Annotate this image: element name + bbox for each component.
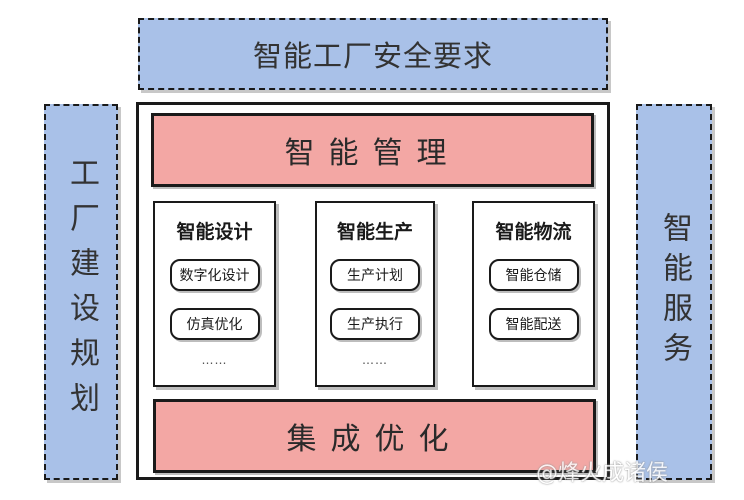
production-execution-label: 生产执行: [347, 317, 403, 333]
safety-requirements-box: 智能工厂安全要求: [138, 18, 608, 90]
smart-production-title: 智能生产: [336, 221, 413, 243]
smart-management-label: 智能管理: [284, 136, 461, 171]
smart-design-column: 智能设计 数字化设计 仿真优化 ……: [153, 201, 276, 387]
smart-production-column: 智能生产 生产计划 生产执行 ……: [315, 201, 435, 387]
integration-optimization-label: 集成优化: [286, 422, 463, 457]
smart-service-box: 智能服务: [636, 104, 712, 480]
smart-delivery-item: 智能配送: [488, 308, 579, 340]
production-planning-label: 生产计划: [347, 268, 403, 284]
simulation-optimization-item: 仿真优化: [169, 308, 260, 340]
digital-design-label: 数字化设计: [179, 268, 250, 284]
digital-design-item: 数字化设计: [169, 259, 260, 291]
design-ellipsis: ……: [201, 353, 228, 367]
smart-delivery-label: 智能配送: [505, 317, 562, 333]
smart-design-title: 智能设计: [176, 221, 253, 243]
watermark-text: @烽火成诸侯: [536, 461, 669, 486]
production-ellipsis: ……: [362, 353, 388, 367]
smart-logistics-title: 智能物流: [495, 221, 572, 243]
safety-requirements-label: 智能工厂安全要求: [252, 39, 493, 73]
factory-planning-label: 工厂建设规划: [64, 157, 99, 427]
simulation-optimization-label: 仿真优化: [186, 317, 243, 333]
integration-optimization-box: 集成优化: [153, 399, 596, 473]
smart-logistics-column: 智能物流 智能仓储 智能配送: [472, 201, 595, 387]
smart-warehousing-item: 智能仓储: [488, 259, 579, 291]
factory-planning-box: 工厂建设规划: [44, 104, 118, 480]
smart-management-box: 智能管理: [151, 113, 594, 187]
production-planning-item: 生产计划: [330, 259, 420, 291]
smart-warehousing-label: 智能仓储: [505, 268, 562, 284]
smart-service-label: 智能服务: [657, 212, 692, 372]
production-execution-item: 生产执行: [330, 308, 420, 340]
